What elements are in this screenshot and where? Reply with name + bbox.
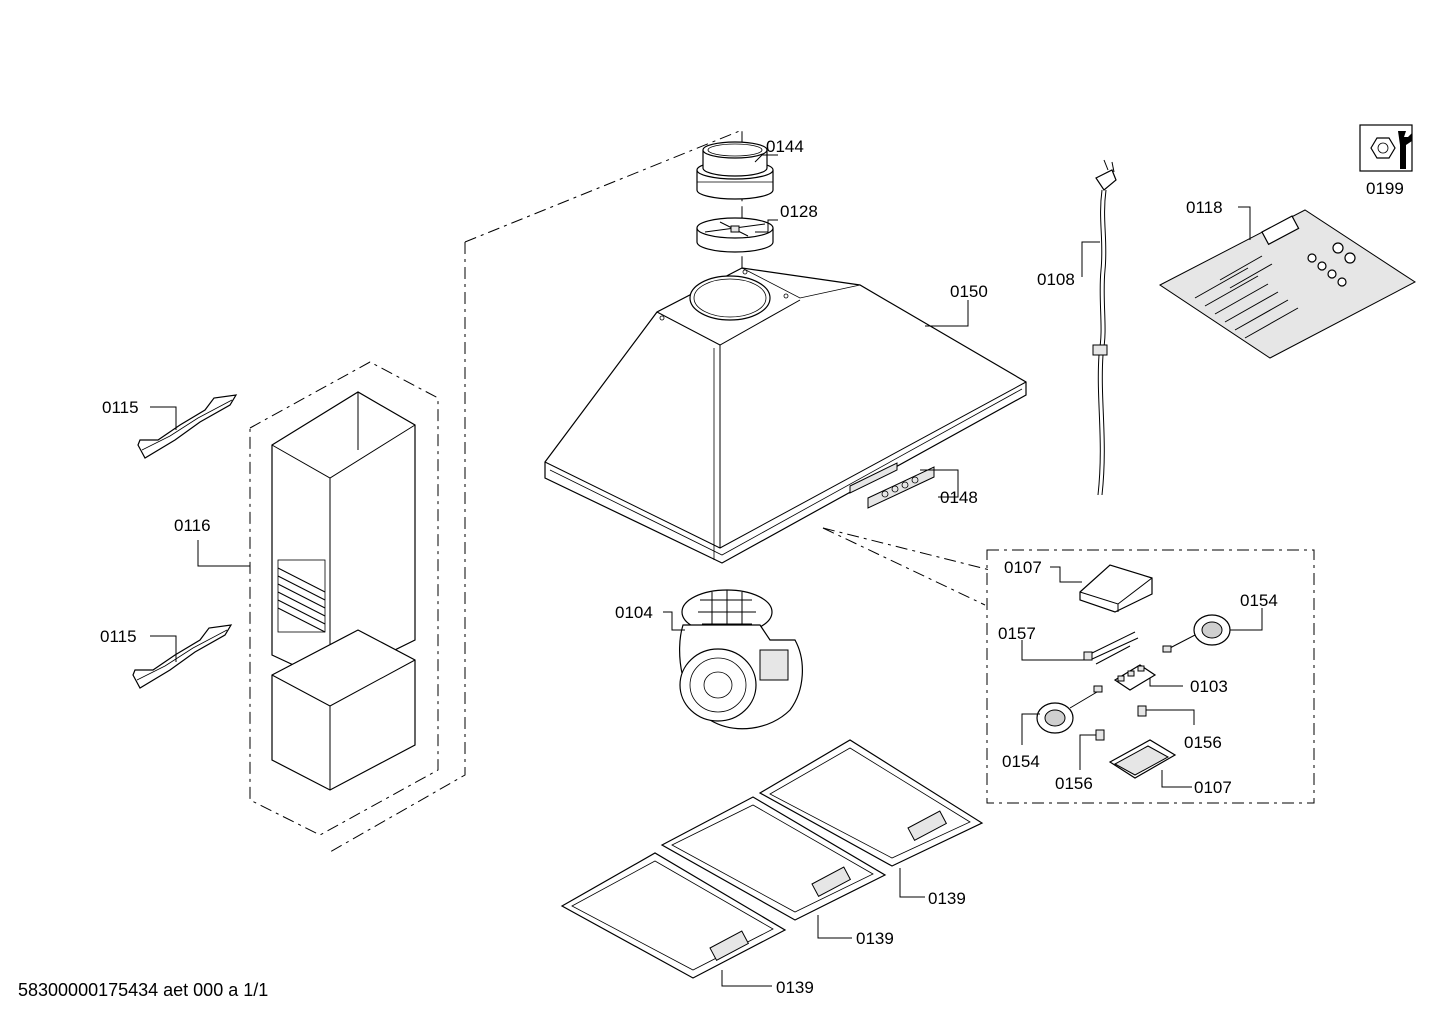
callout-0139-upper: 0139 — [928, 889, 966, 908]
control-panel-part — [849, 462, 935, 509]
grease-filter-3 — [560, 852, 787, 979]
tool-symbol-icon — [1359, 124, 1413, 172]
callout-0139-middle: 0139 — [856, 929, 894, 948]
lamp-lower — [1036, 685, 1103, 734]
grease-filter-1 — [758, 739, 984, 867]
callout-0107-lower: 0107 — [1194, 778, 1232, 797]
callout-labels: 0144 0128 0150 0148 0108 0118 0199 0115 … — [100, 137, 1404, 997]
electronics-module-lower — [1108, 739, 1177, 779]
clip-upper — [1137, 705, 1147, 717]
bracket-upper-part — [137, 394, 238, 459]
power-cord-part — [1092, 159, 1117, 496]
callout-0115-upper: 0115 — [102, 398, 139, 417]
switch-block — [1113, 664, 1157, 691]
bracket-lower-part — [132, 624, 233, 689]
blower-motor-part — [678, 589, 803, 730]
electronics-module-upper — [1079, 564, 1153, 613]
callout-0154-lower: 0154 — [1002, 752, 1040, 771]
callout-0144: 0144 — [766, 137, 804, 156]
callout-0104: 0104 — [615, 603, 653, 622]
flap-ring-part — [696, 217, 774, 253]
chimney-part — [271, 391, 416, 791]
callout-0156-lower: 0156 — [1055, 774, 1093, 793]
drawing-number: 58300000175434 aet 000 a 1/1 — [18, 980, 269, 1000]
callout-0115-lower: 0115 — [100, 627, 137, 646]
callout-0199: 0199 — [1366, 179, 1404, 198]
callout-0103: 0103 — [1190, 677, 1228, 696]
hood-part — [544, 267, 1027, 564]
callout-0128: 0128 — [780, 202, 818, 221]
clip-lower — [1095, 729, 1105, 741]
lamp-upper — [1162, 614, 1231, 653]
wire-harness — [1083, 631, 1139, 665]
callout-0157: 0157 — [998, 624, 1036, 643]
callout-0148: 0148 — [940, 488, 978, 507]
callout-0116: 0116 — [174, 516, 211, 535]
callout-0154-upper: 0154 — [1240, 591, 1278, 610]
grease-filter-2 — [660, 796, 887, 921]
callout-0150: 0150 — [950, 282, 988, 301]
callout-0139-lower: 0139 — [776, 978, 814, 997]
fixing-kit-part — [1159, 209, 1416, 359]
callout-0108: 0108 — [1037, 270, 1075, 289]
vent-slots — [277, 559, 326, 633]
duct-collar-part — [696, 141, 774, 200]
leader-lines — [150, 154, 1263, 987]
callout-0118: 0118 — [1186, 198, 1223, 217]
callout-0107-upper: 0107 — [1004, 558, 1042, 577]
callout-0156-right: 0156 — [1184, 733, 1222, 752]
